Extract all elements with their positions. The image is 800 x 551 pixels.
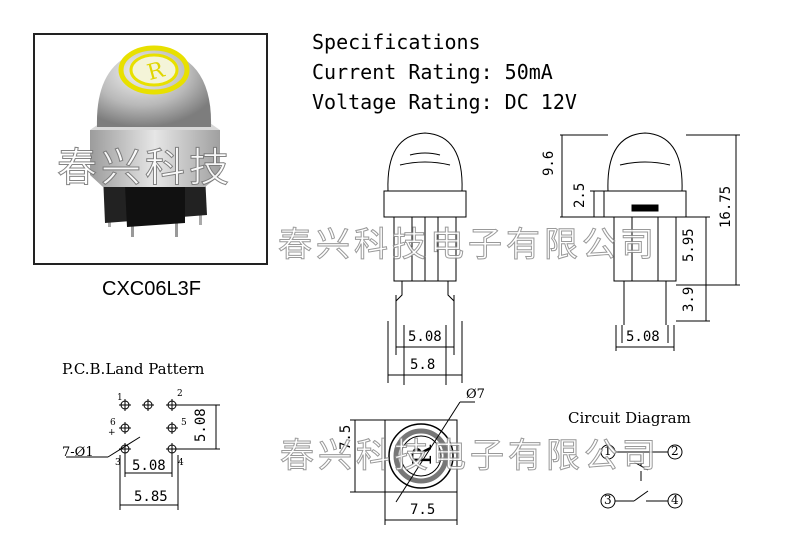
pcb-pin-1: 1	[117, 393, 123, 403]
front-view-drawing	[383, 132, 467, 385]
pcb-dim-pitch-y: 5.08	[193, 408, 209, 442]
circuit-node-1: 1	[604, 444, 612, 458]
switch-photo-illustration: R	[90, 45, 220, 237]
watermark-lower: 春兴科技电子有限公司	[280, 436, 660, 477]
top-dim-width: 7.5	[410, 502, 436, 518]
front-dim-inner: 5.08	[408, 329, 442, 345]
spec-title: Specifications	[312, 30, 481, 54]
product-photo: R 春兴科技	[33, 33, 268, 265]
spec-voltage: Voltage Rating: DC 12V	[312, 90, 577, 114]
circuit-node-3: 3	[604, 493, 612, 507]
side-dim-pin-spacing: 5.08	[626, 329, 660, 345]
pcb-plus-sign: +	[108, 428, 116, 438]
front-dim-outer: 5.8	[410, 357, 436, 373]
pcb-dim-width: 5.85	[134, 489, 168, 505]
photo-watermark: 春兴科技	[57, 145, 233, 192]
side-dim-total: 16.75	[718, 185, 734, 228]
watermark-upper: 春兴科技电子有限公司	[278, 225, 658, 266]
pcb-pin-4: 4	[178, 458, 184, 468]
side-dim-cap: 9.6	[541, 150, 557, 176]
circuit-title: Circuit Diagram	[568, 409, 691, 427]
pcb-pin-6: 6	[110, 418, 116, 428]
top-view-drawing: R	[350, 401, 475, 525]
circuit-diagram-drawing	[600, 444, 683, 509]
pcb-title: P.C.B.Land Pattern	[62, 360, 205, 378]
pcb-land-pattern-drawing	[66, 399, 220, 510]
side-dim-body: 5.95	[681, 228, 697, 262]
side-dim-pin: 3.9	[681, 286, 697, 312]
spec-current: Current Rating: 50mA	[312, 60, 553, 84]
pcb-dim-pitch-x: 5.08	[132, 458, 166, 474]
top-view-letter: R	[408, 444, 438, 465]
side-view-drawing	[560, 132, 740, 351]
circuit-node-2: 2	[671, 444, 679, 458]
pcb-hole-label: 7-Ø1	[62, 445, 94, 460]
pcb-pin-3: 3	[115, 458, 121, 468]
circuit-node-4: 4	[671, 493, 679, 507]
side-dim-collar: 2.5	[572, 182, 588, 208]
pcb-pin-2: 2	[177, 389, 183, 399]
pcb-pin-5: 5	[181, 418, 187, 428]
model-label: CXC06L3F	[102, 278, 201, 300]
top-dim-diameter: Ø7	[466, 387, 485, 402]
